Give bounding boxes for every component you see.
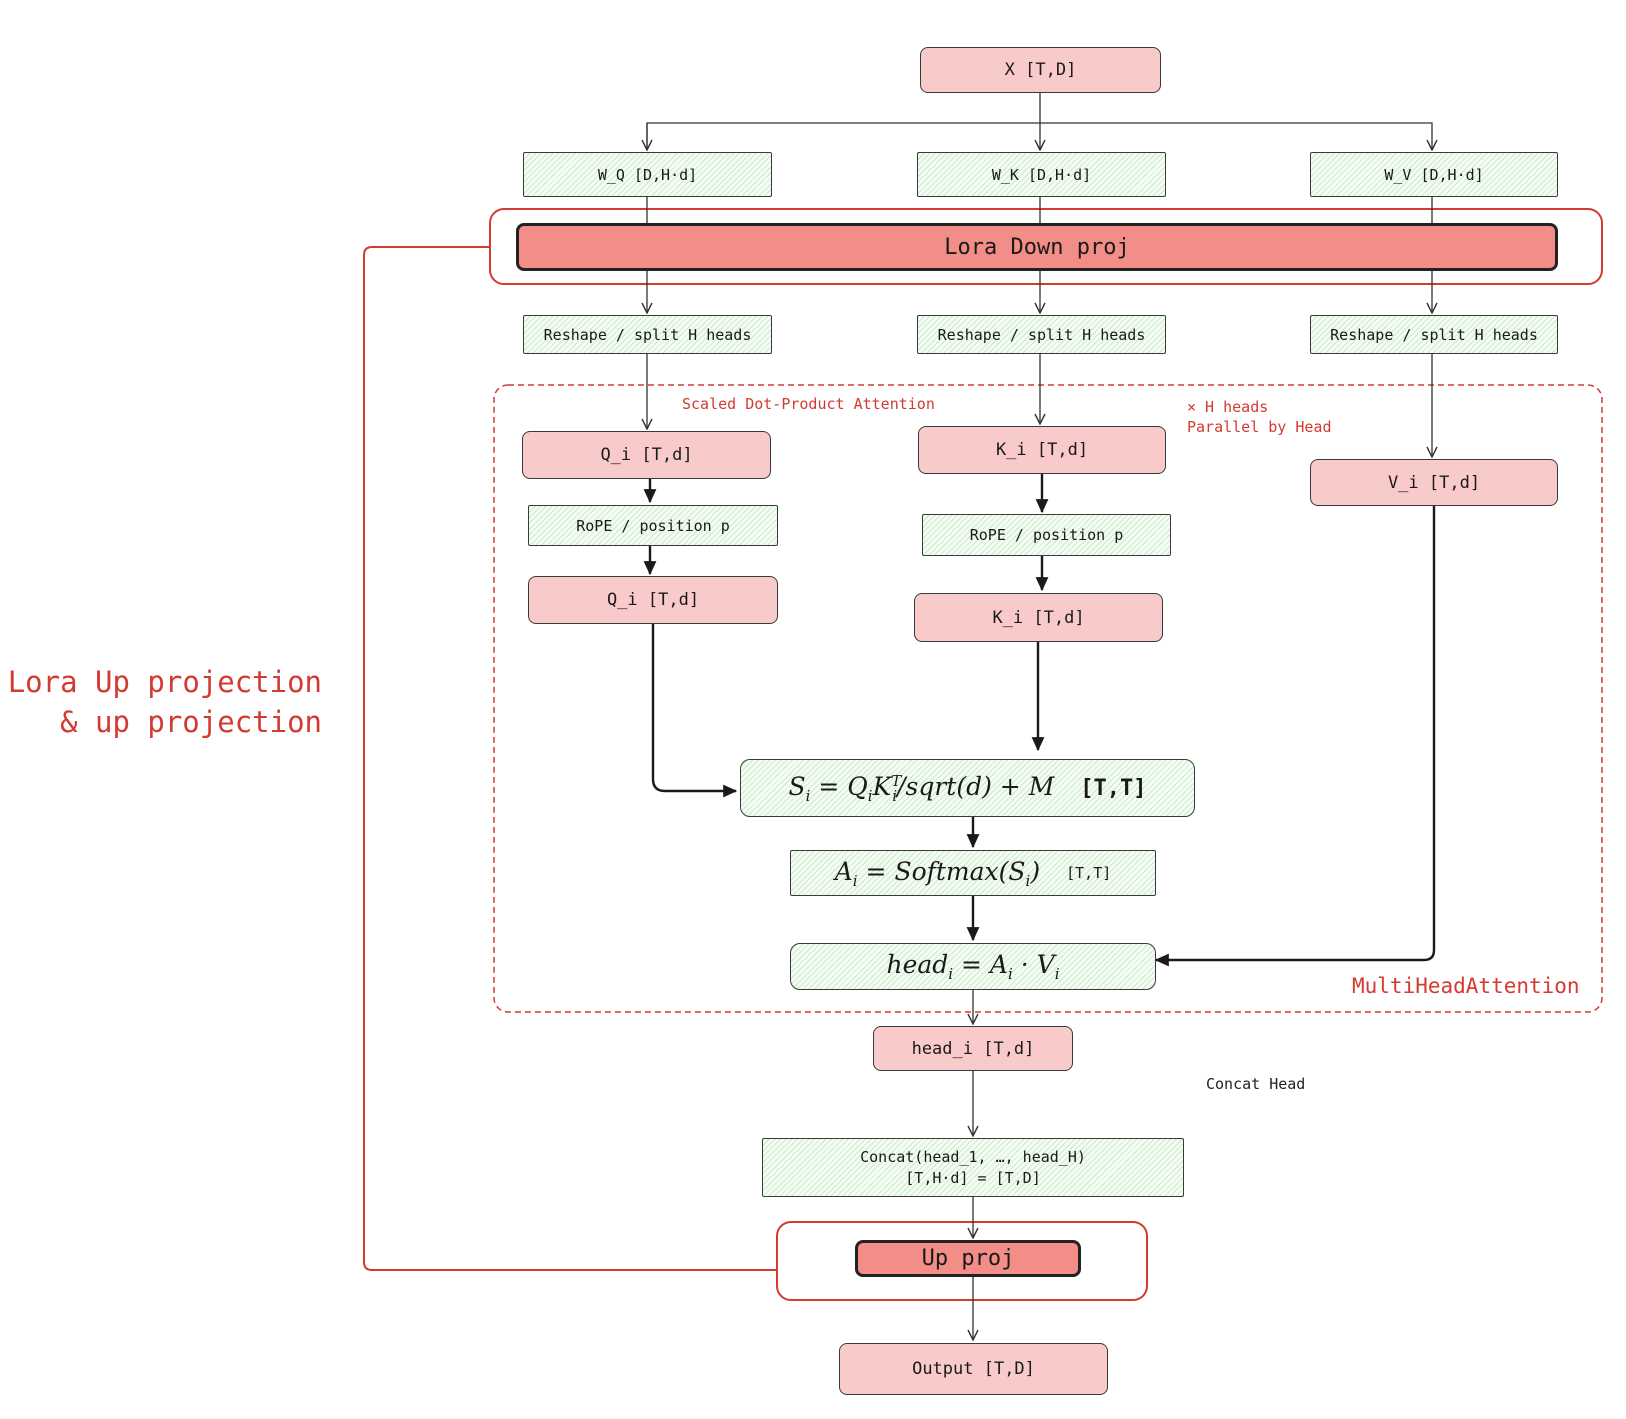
concat-line-2: [T,H·d] = [T,D] xyxy=(905,1168,1041,1187)
connector-q-score xyxy=(651,624,738,798)
reshape-k-node: Reshape / split H heads xyxy=(917,315,1166,354)
w-k-node: W_K [D,H·d] xyxy=(917,152,1166,197)
score-node: Si = QiKTi/sqrt(d) + M [T,T] xyxy=(740,759,1195,817)
up-proj-node: Up proj xyxy=(855,1240,1081,1277)
mha-label: MultiHeadAttention xyxy=(1352,974,1580,998)
rope-q-node: RoPE / position p xyxy=(528,505,778,546)
w-v-node: W_V [D,H·d] xyxy=(1310,152,1558,197)
softmax-dim: [T,T] xyxy=(1066,864,1112,882)
input-node: X [T,D] xyxy=(920,47,1161,93)
lora-bracket-line xyxy=(363,246,777,1271)
head-out-node: head_i [T,d] xyxy=(873,1026,1073,1071)
concat-node: Concat(head_1, …, head_H) [T,H·d] = [T,D… xyxy=(762,1138,1184,1197)
multihead-attention-frame xyxy=(493,384,1603,1013)
reshape-q-node: Reshape / split H heads xyxy=(523,315,772,354)
concat-line-1: Concat(head_1, …, head_H) xyxy=(860,1147,1086,1166)
w-q-node: W_Q [D,H·d] xyxy=(523,152,772,197)
q-i-node: Q_i [T,d] xyxy=(522,431,771,479)
sdpa-label: Scaled Dot-Product Attention xyxy=(682,395,935,413)
output-node: Output [T,D] xyxy=(839,1343,1108,1395)
q-i-rope-node: Q_i [T,d] xyxy=(528,576,778,624)
heads-label: × H heads Parallel by Head xyxy=(1187,398,1332,436)
lora-up-label: Lora Up projection & up projection xyxy=(7,665,322,739)
v-i-node: V_i [T,d] xyxy=(1310,459,1558,506)
reshape-v-node: Reshape / split H heads xyxy=(1310,315,1558,354)
lora-down-proj-node: Lora Down proj xyxy=(516,223,1558,271)
k-i-node: K_i [T,d] xyxy=(918,426,1166,474)
rope-k-node: RoPE / position p xyxy=(922,514,1171,556)
up-proj-frame xyxy=(776,1221,1148,1301)
head-formula-node: headi = Ai · Vi xyxy=(790,943,1156,990)
softmax-node: Ai = Softmax(Si) [T,T] xyxy=(790,850,1156,896)
concat-head-label: Concat Head xyxy=(1206,1075,1306,1093)
score-dim: [T,T] xyxy=(1080,775,1147,801)
k-i-rope-node: K_i [T,d] xyxy=(914,593,1163,642)
connector-v-head xyxy=(1154,506,1436,967)
